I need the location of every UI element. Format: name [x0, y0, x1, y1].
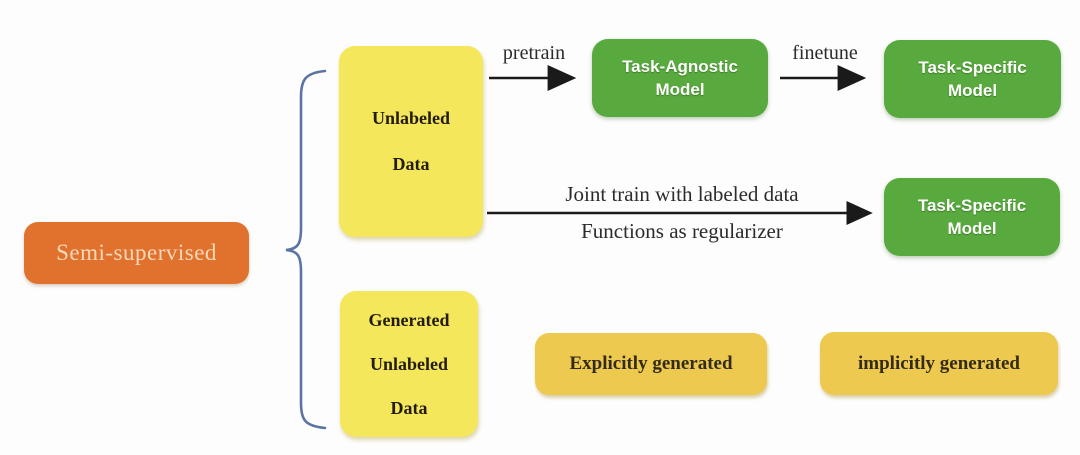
- generated-data-line2: Unlabeled: [369, 353, 448, 374]
- joint-train-label: Joint train with labeled data: [565, 182, 799, 206]
- generated-unlabeled-data-node: Generated Unlabeled Data: [340, 291, 478, 437]
- task-agnostic-model-node: Task-Agnostic Model: [592, 39, 768, 117]
- task-agnostic-line2: Model: [655, 80, 705, 99]
- semi-supervised-label: Semi-supervised: [56, 240, 217, 265]
- implicitly-generated-node: implicitly generated: [820, 332, 1058, 395]
- regularizer-label: Functions as regularizer: [581, 219, 783, 243]
- explicitly-generated-label: Explicitly generated: [569, 353, 733, 374]
- task-specific-mid-line1: Task-Specific: [917, 196, 1027, 215]
- curly-brace: [285, 69, 327, 430]
- unlabeled-data-line2: Data: [392, 154, 430, 174]
- task-specific-mid-line2: Model: [947, 219, 997, 238]
- pretrain-label: pretrain: [502, 42, 566, 64]
- generated-data-line1: Generated: [368, 309, 450, 330]
- unlabeled-data-node: Unlabeled Data: [339, 46, 483, 237]
- finetune-label: finetune: [792, 42, 858, 64]
- unlabeled-data-line1: Unlabeled: [371, 108, 450, 128]
- task-specific-top-line1: Task-Specific: [918, 58, 1027, 77]
- implicitly-generated-label: implicitly generated: [858, 352, 1020, 374]
- explicitly-generated-node: Explicitly generated: [535, 333, 767, 395]
- semi-supervised-node: Semi-supervised: [24, 222, 249, 284]
- generated-data-line3: Data: [390, 397, 428, 418]
- task-specific-model-mid-node: Task-Specific Model: [884, 178, 1060, 256]
- task-specific-model-top-node: Task-Specific Model: [884, 40, 1061, 118]
- task-agnostic-line1: Task-Agnostic: [622, 57, 738, 76]
- task-specific-top-line2: Model: [947, 81, 998, 100]
